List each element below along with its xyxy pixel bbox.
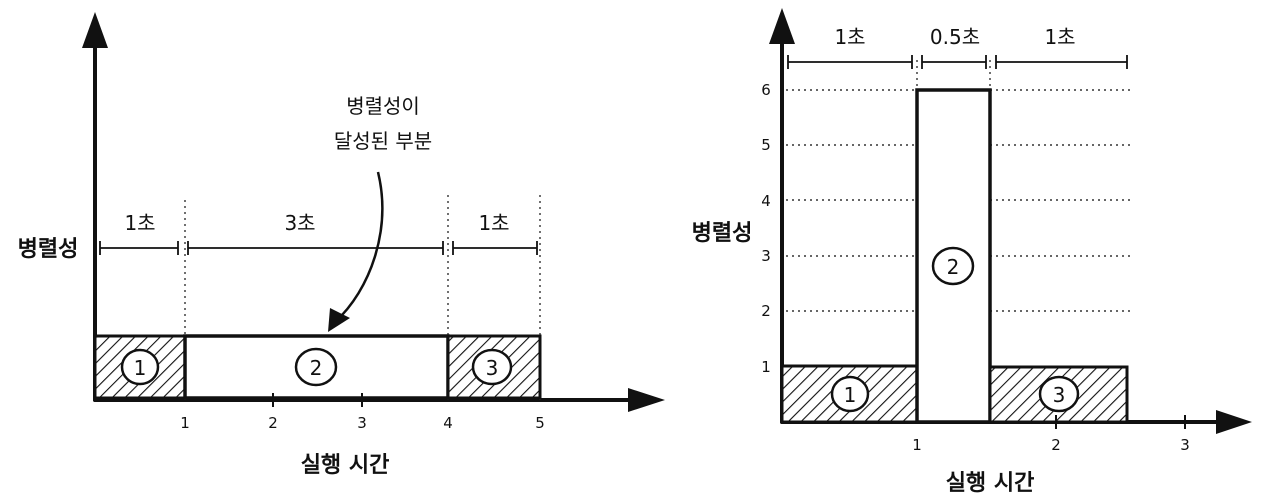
- left-x-tick-2: 2: [268, 414, 278, 432]
- right-x-tick-1: 1: [912, 436, 922, 454]
- left-x-tick-1: 1: [180, 414, 190, 432]
- left-annotation-line1: 병렬성이: [346, 94, 420, 118]
- left-x-tick-5: 5: [535, 414, 545, 432]
- right-x-tick-2: 2: [1051, 436, 1061, 454]
- right-y-label: 병렬성: [692, 221, 753, 246]
- left-y-label: 병렬성: [18, 237, 79, 262]
- annotation-arrow: [334, 171, 384, 323]
- right-x-arrow: [1216, 410, 1252, 434]
- right-diagram: 1 2 3 1초 0.5초 1초 1 2 3 4 5 6 1 2 3 병렬성 실…: [692, 8, 1252, 496]
- annotation-arrow-head: [328, 308, 350, 332]
- right-y-tick-4: 4: [761, 192, 771, 210]
- left-x-tick-4: 4: [443, 414, 453, 432]
- right-y-arrow: [769, 8, 795, 44]
- left-segment-1-label: 1: [134, 356, 147, 380]
- right-duration-3: 1초: [1044, 25, 1075, 49]
- right-segment-3-label: 3: [1053, 383, 1066, 407]
- right-y-tick-6: 6: [761, 81, 771, 99]
- right-duration-1: 1초: [834, 25, 865, 49]
- left-segment-3-label: 3: [486, 356, 499, 380]
- right-segment-1-label: 1: [844, 383, 857, 407]
- right-x-tick-3: 3: [1180, 436, 1190, 454]
- left-x-arrow: [628, 388, 665, 412]
- left-duration-3: 1초: [478, 211, 509, 235]
- right-y-tick-2: 2: [761, 302, 771, 320]
- left-annotation-line2: 달성된 부분: [334, 129, 432, 153]
- right-y-tick-3: 3: [761, 247, 771, 265]
- left-diagram: 1 2 3 1초 3초 1초 1 2 3 4 5 병렬성 실행 시간 병렬성이 …: [18, 12, 665, 478]
- left-y-arrow: [82, 12, 108, 48]
- right-y-tick-5: 5: [761, 136, 771, 154]
- left-x-label: 실행 시간: [301, 453, 390, 478]
- left-duration-1: 1초: [124, 211, 155, 235]
- right-y-tick-1: 1: [761, 358, 771, 376]
- right-duration-2: 0.5초: [930, 25, 980, 49]
- left-x-tick-3: 3: [357, 414, 367, 432]
- left-segment-2-label: 2: [310, 356, 323, 380]
- right-x-label: 실행 시간: [946, 471, 1035, 496]
- right-segment-2-label: 2: [947, 255, 960, 279]
- left-duration-2: 3초: [284, 211, 315, 235]
